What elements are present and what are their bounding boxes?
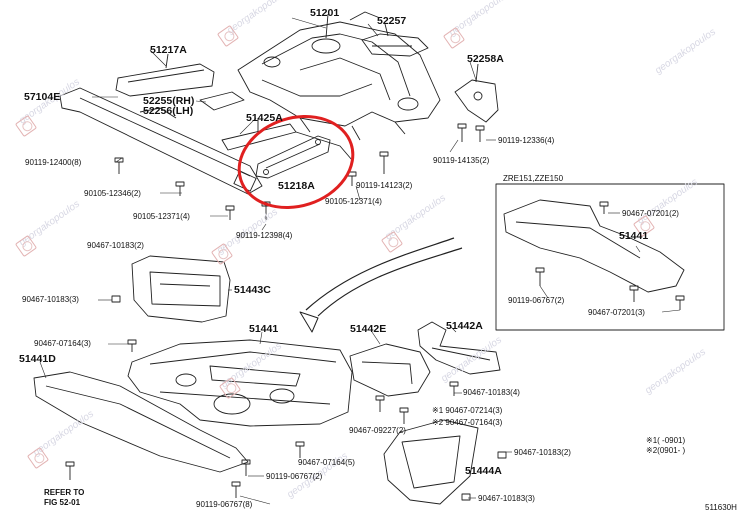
undercover-51441 xyxy=(127,339,353,427)
inset-undercover xyxy=(503,199,685,310)
bolt-label: 90467-07201(3) xyxy=(588,308,645,317)
bolt-label: 90467-10183(3) xyxy=(478,494,535,503)
part-label-51441-inset: 51441 xyxy=(619,230,649,242)
bolt-label: 90105-12371(4) xyxy=(133,212,190,221)
crossmember-51201 xyxy=(237,11,441,135)
part-label-52256: 52256(LH) xyxy=(143,105,194,117)
part-label-51441-main: 51441 xyxy=(249,323,279,335)
bolt-label: 90467-10183(2) xyxy=(514,448,571,457)
brace-51218A xyxy=(255,135,331,179)
part-label-51442A: 51442A xyxy=(446,320,483,332)
inset-frame xyxy=(495,183,725,331)
leader-lines xyxy=(39,17,681,505)
cover-51442A xyxy=(417,321,501,375)
part-label-51218A: 51218A xyxy=(278,180,315,192)
bolt-group-upper xyxy=(114,123,485,220)
bolt-label: 90119-06767(8) xyxy=(196,500,253,509)
shield-51217A xyxy=(115,53,215,97)
part-label-51217A: 51217A xyxy=(150,44,187,56)
bolt-label: 90119-12398(4) xyxy=(236,231,293,240)
cover-51444A xyxy=(383,419,479,505)
shield-51443C xyxy=(111,255,231,323)
part-label-52257: 52257 xyxy=(377,15,407,27)
bolt-label: 90467-07164(5) xyxy=(298,458,355,467)
part-label-51443C: 51443C xyxy=(234,284,271,296)
bolt-label: 90467-09227(2) xyxy=(349,426,406,435)
diagram-id: 511630H xyxy=(705,503,737,512)
part-label-51425A: 51425A xyxy=(246,112,283,124)
member-57104E xyxy=(59,87,263,195)
highlight-circle xyxy=(237,114,355,210)
bolt-label: 90119-06767(2) xyxy=(266,472,323,481)
brace-52255 xyxy=(199,91,245,111)
part-label-51201: 51201 xyxy=(310,7,340,19)
flow-arrow xyxy=(299,237,463,333)
refer-note: REFER TO FIG 52-01 xyxy=(44,488,85,507)
bolt-label: 90119-06767(2) xyxy=(508,296,565,305)
bracket-52257 xyxy=(361,23,429,57)
legend-line-1: ※1( -0901) xyxy=(646,436,686,445)
bolt-label: 90467-10183(4) xyxy=(463,388,520,397)
part-label-51444A: 51444A xyxy=(465,465,502,477)
bolt-label: 90467-07201(2) xyxy=(622,209,679,218)
inset-title: ZRE151,ZZE150 xyxy=(503,174,564,183)
bracket-52258A xyxy=(454,63,499,123)
part-label-52258A: 52258A xyxy=(467,53,504,65)
bolt-label: ※2 90467-07164(3) xyxy=(432,418,503,427)
bolt-label: 90467-07164(3) xyxy=(34,339,91,348)
part-label-51441D: 51441D xyxy=(19,353,56,365)
bolt-label: 90119-12336(4) xyxy=(498,136,555,145)
bolt-group-lower xyxy=(65,339,507,501)
bolt-label: 90105-12371(4) xyxy=(325,197,382,206)
bolt-label: 90467-10183(2) xyxy=(87,241,144,250)
cover-51442E xyxy=(349,343,431,397)
bolt-label: 90119-14123(2) xyxy=(356,181,413,190)
bolt-label: 90119-14135(2) xyxy=(433,156,490,165)
bolt-label: 90105-12346(2) xyxy=(84,189,141,198)
bolt-label: ※1 90467-07214(3) xyxy=(432,406,503,415)
legend-line-2: ※2(0901- ) xyxy=(646,446,686,455)
spoiler-51441D xyxy=(33,371,249,473)
part-label-51442E: 51442E xyxy=(350,323,387,335)
bolt-label: 90467-10183(3) xyxy=(22,295,79,304)
part-label-57104E: 57104E xyxy=(24,91,61,103)
bolt-label: 90119-12400(8) xyxy=(25,158,82,167)
part-label-52255: 52255(RH) xyxy=(143,95,195,107)
